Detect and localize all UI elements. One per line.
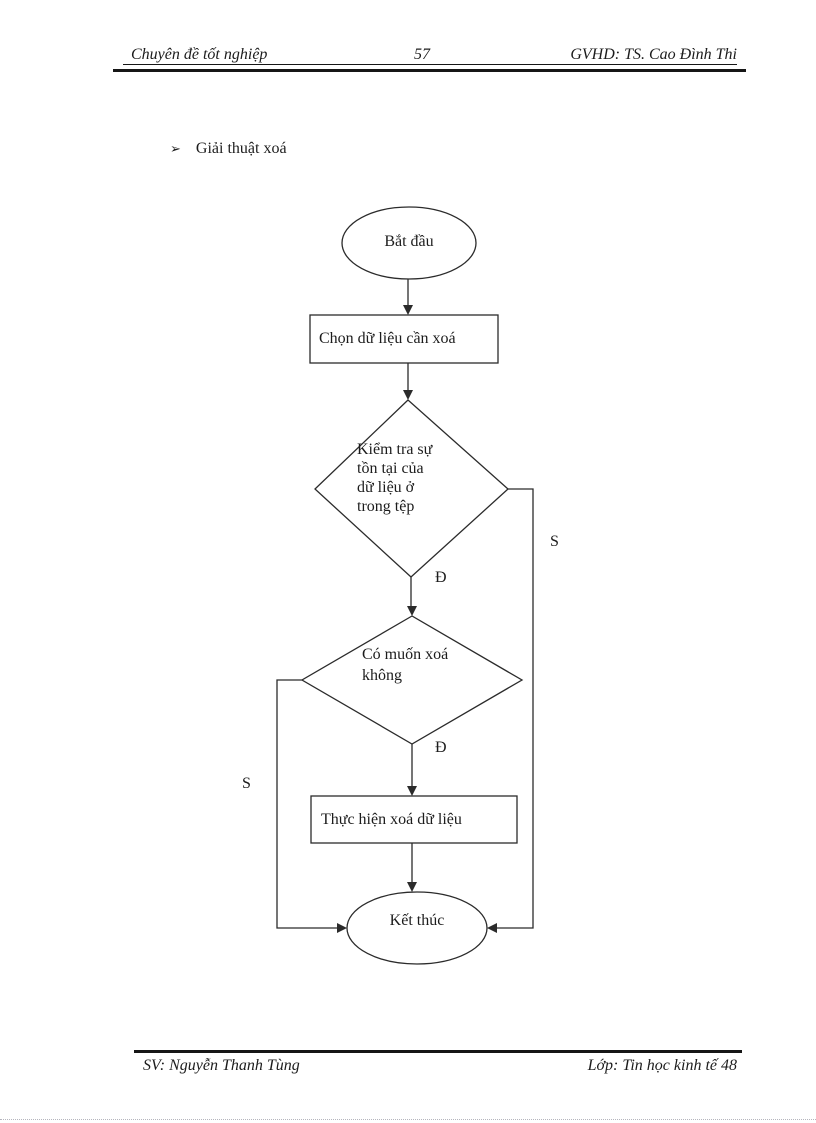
arrowhead-down-icon	[407, 606, 417, 616]
delete-step-label: Thực hiện xoá dữ liệu	[321, 810, 462, 828]
exists-decision-line: trong tệp	[357, 498, 415, 515]
confirm-decision-line: không	[362, 667, 402, 684]
arrowhead-down-icon	[403, 305, 413, 315]
start-ellipse	[341, 206, 477, 280]
arrowhead-down-icon	[407, 786, 417, 796]
arrowhead-right-icon	[337, 923, 347, 933]
header-thick-rule	[113, 69, 746, 72]
bullet-item: ➢ Giải thuật xoá	[170, 140, 287, 158]
delete-step-rect	[310, 795, 518, 844]
exists-decision-line: Kiểm tra sự	[357, 441, 433, 458]
footer-rule	[134, 1050, 742, 1053]
page-header: Chuyên đề tốt nghiệp GVHD: TS. Cao Đình …	[131, 46, 737, 64]
confirm-decision-label: Có muốn xoá không	[362, 644, 448, 686]
arrowhead-left-icon	[487, 923, 497, 933]
confirm-decision-line: Có muốn xoá	[362, 646, 449, 663]
exists-decision-line: dữ liệu ở	[357, 479, 415, 496]
header-left-title: Chuyên đề tốt nghiệp	[131, 46, 268, 63]
no-branch-left-line	[276, 679, 337, 929]
bullet-label: Giải thuật xoá	[195, 140, 287, 157]
end-node-label: Kết thúc	[389, 912, 445, 929]
footer-right-text: Lớp: Tin học kinh tế 48	[587, 1057, 737, 1074]
confirm-yes-branch-label: Đ	[435, 739, 447, 756]
footer-left-text: SV: Nguyễn Thanh Tùng	[143, 1057, 300, 1074]
exists-no-branch-label: S	[550, 533, 559, 550]
header-right-title: GVHD: TS. Cao Đình Thi	[570, 46, 737, 63]
start-node-label: Bắt đầu	[384, 233, 434, 250]
exists-yes-branch-label: Đ	[435, 569, 447, 586]
no-branch-right-line	[497, 488, 534, 929]
select-step-rect	[309, 314, 499, 364]
select-step-label: Chọn dữ liệu cần xoá	[319, 330, 456, 347]
exists-decision-label: Kiểm tra sự tồn tại của dữ liệu ở trong …	[357, 440, 432, 516]
header-thin-rule	[123, 64, 737, 65]
confirm-no-branch-label: S	[242, 775, 251, 792]
exists-decision-line: tồn tại của	[357, 460, 424, 477]
arrowhead-down-icon	[407, 882, 417, 892]
bottom-dotted-divider	[0, 1119, 816, 1120]
arrow-bullet-icon: ➢	[170, 141, 181, 156]
page-footer: SV: Nguyễn Thanh Tùng Lớp: Tin học kinh …	[143, 1056, 737, 1076]
arrowhead-down-icon	[403, 390, 413, 400]
page-number: 57	[414, 46, 430, 63]
